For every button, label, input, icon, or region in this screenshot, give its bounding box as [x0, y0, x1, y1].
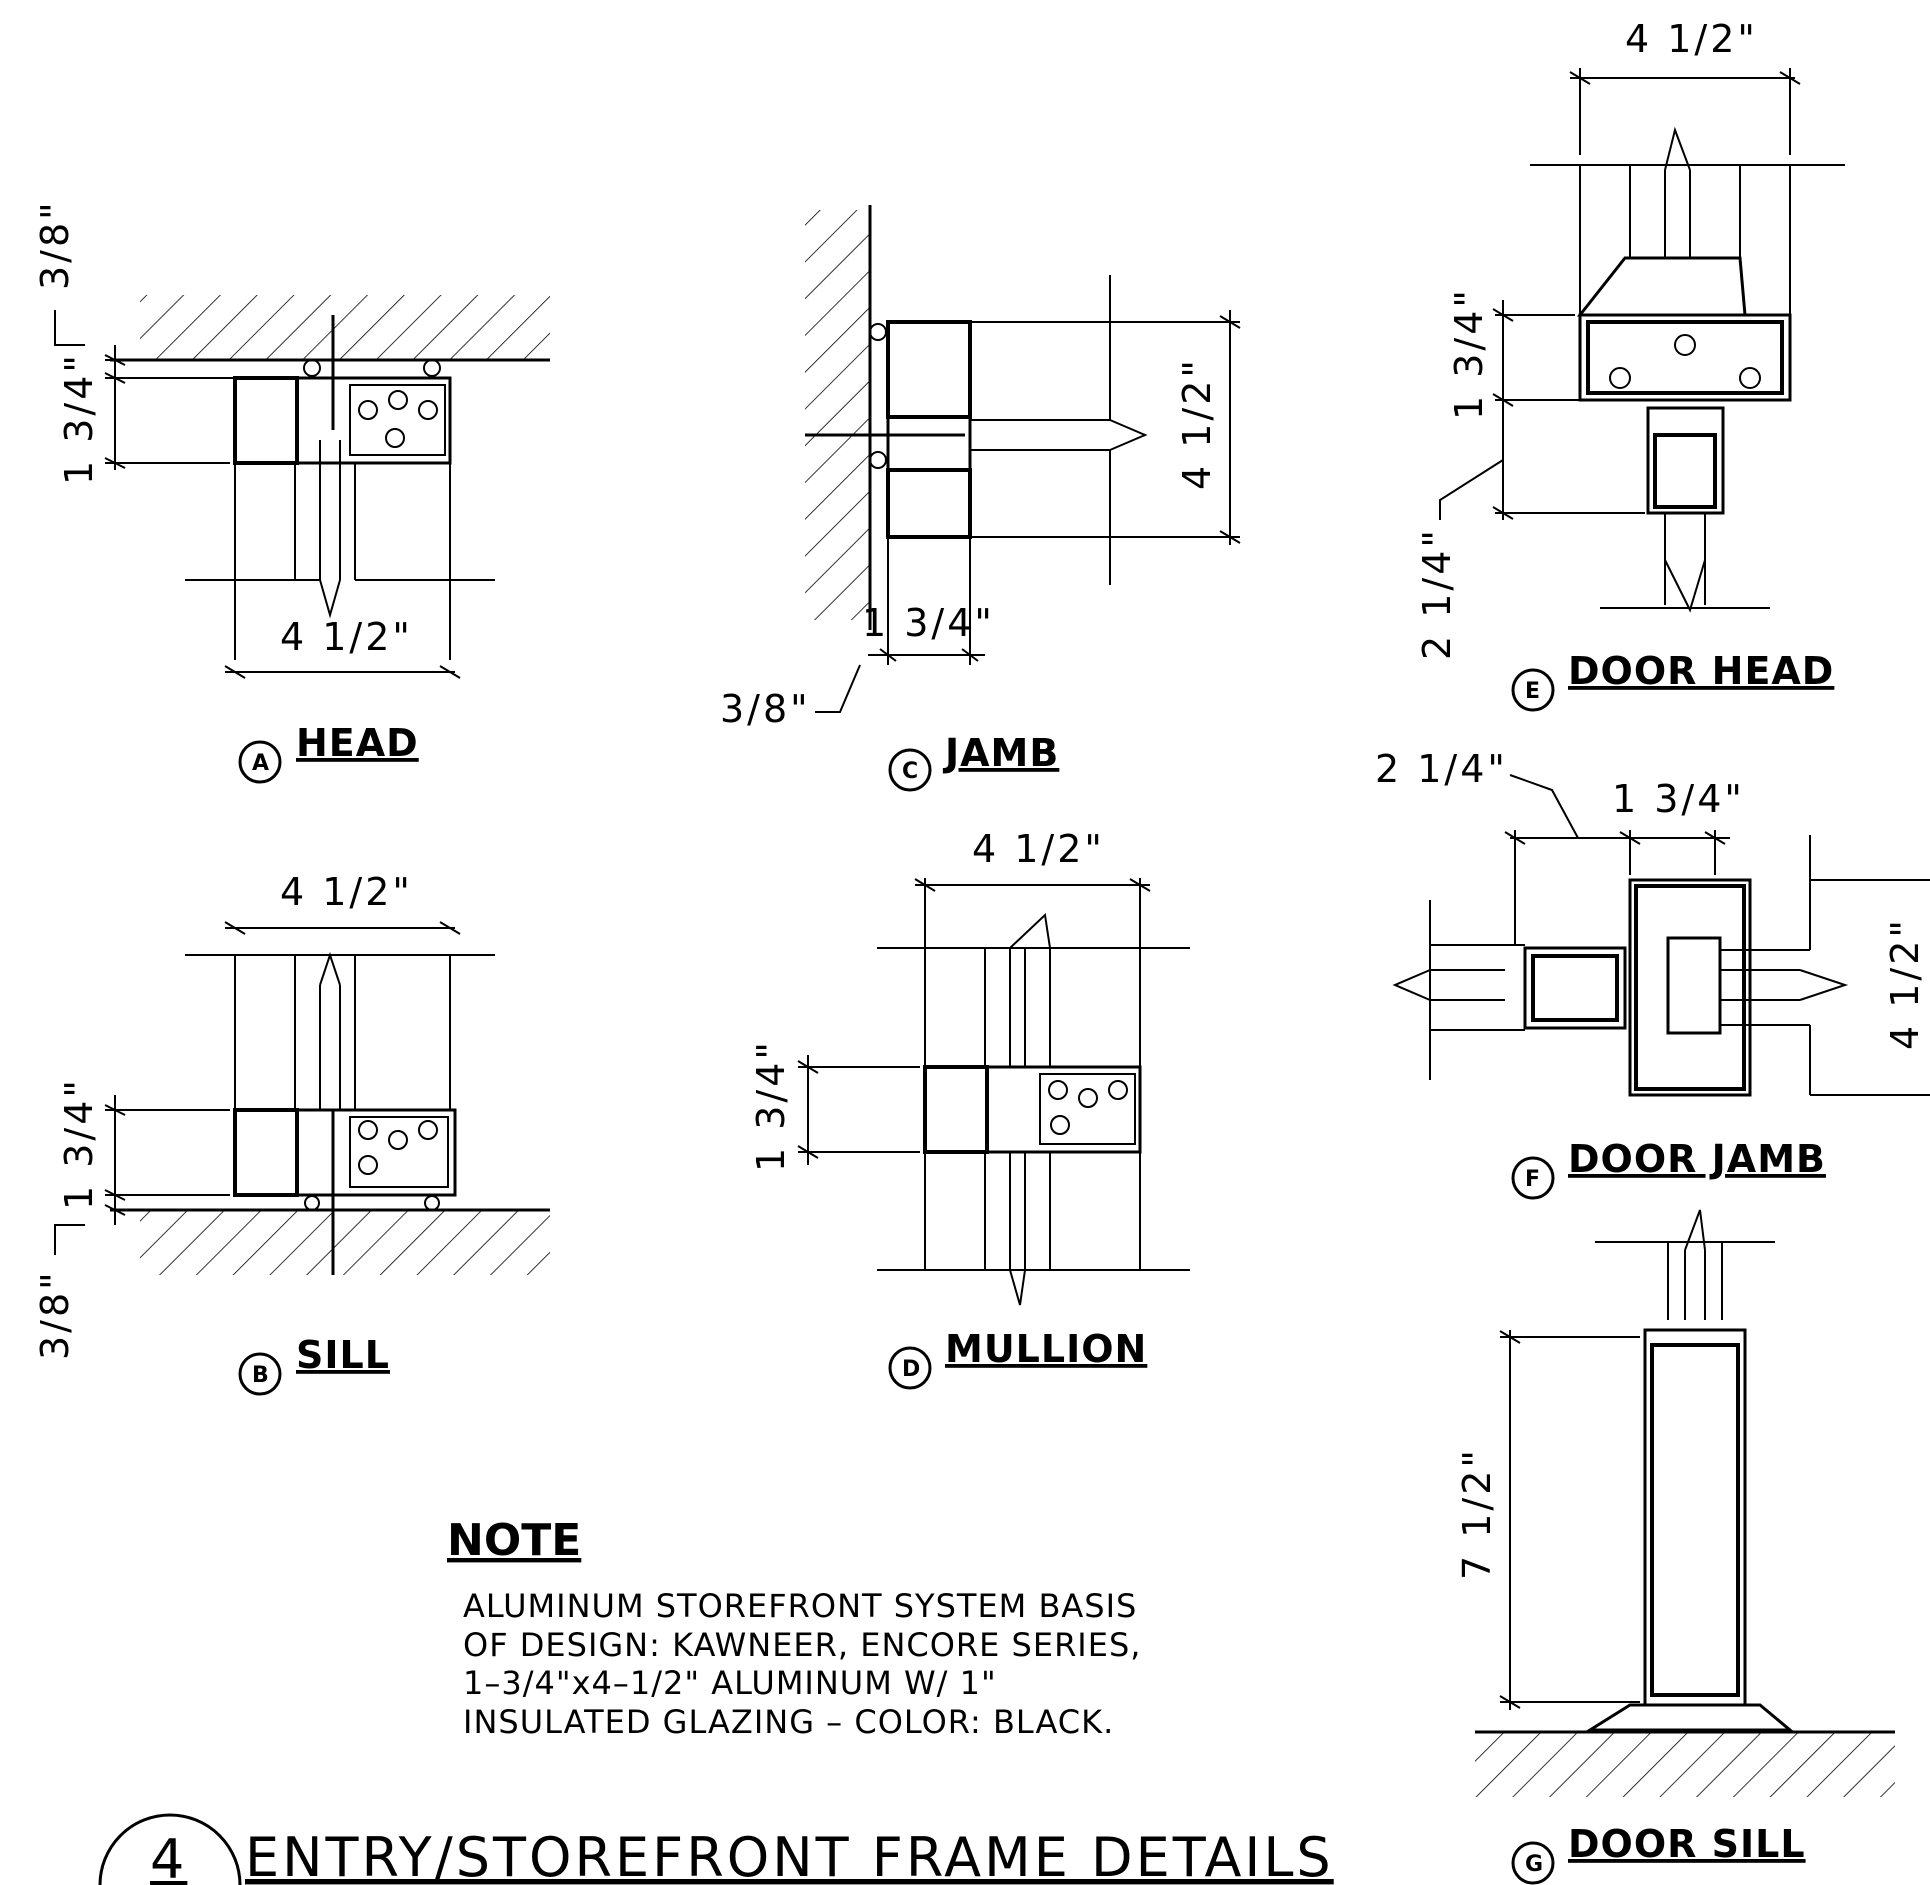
- sill-dim-width: 4 1/2": [280, 870, 413, 914]
- door-head-dim-rail: 2 1/4": [1415, 527, 1459, 660]
- note-block: NOTE ALUMINUM STOREFRONT SYSTEM BASIS OF…: [447, 1515, 1141, 1741]
- door-sill-dim-rail: 7 1/2": [1455, 1447, 1499, 1580]
- detail-head: 3/8" 1 3/4" 4 1/2" A HEAD: [33, 199, 550, 784]
- head-label: HEAD: [296, 721, 419, 765]
- door-jamb-tag: F: [1525, 1167, 1540, 1192]
- door-head-dim-width: 4 1/2": [1625, 17, 1758, 61]
- door-sill-floor-hatch: [1475, 1732, 1895, 1797]
- sill-dim-side: 1 3/4": [57, 1077, 101, 1210]
- door-jamb-dim-frame: 1 3/4": [1612, 777, 1745, 821]
- head-frame-profile: [233, 376, 452, 465]
- sill-frame-profile: [233, 1108, 457, 1197]
- detail-mullion: 4 1/2" 1 3/4" D MULLION: [749, 827, 1190, 1390]
- door-jamb-tag-circle: [1511, 1156, 1555, 1200]
- door-head-frame: [1578, 313, 1792, 402]
- detail-jamb: 4 1/2" 1 3/4" 3/8" C JAMB: [720, 205, 1241, 792]
- jamb-tag: C: [902, 759, 918, 784]
- head-dim-width: 4 1/2": [280, 615, 413, 659]
- jamb-dim-width: 1 3/4": [862, 601, 995, 645]
- detail-door-head: 4 1/2" 1 3/4" 2 1/4" E DOOR HEAD: [1415, 17, 1845, 712]
- note-heading: NOTE: [447, 1515, 581, 1566]
- door-head-tag-circle: [1511, 668, 1555, 712]
- door-sill-tag: G: [1525, 1852, 1543, 1877]
- sill-substrate-hatch: [140, 1210, 550, 1275]
- sill-label: SILL: [296, 1333, 390, 1377]
- door-jamb-label: DOOR JAMB: [1568, 1137, 1826, 1181]
- door-jamb-stile: [1523, 946, 1627, 1030]
- door-sill-label: DOOR SILL: [1568, 1822, 1806, 1866]
- title-number-circle: [98, 1813, 242, 1885]
- door-jamb-dim-stile: 2 1/4": [1375, 747, 1508, 791]
- door-head-tag: E: [1525, 679, 1540, 704]
- sill-dim-bottom: 3/8": [33, 1269, 77, 1360]
- door-sill-tag-circle: [1511, 1841, 1555, 1885]
- head-substrate-hatch: [140, 295, 550, 360]
- door-sill-rail: [1643, 1328, 1747, 1707]
- note-line-3: 1–3/4"x4–1/2" ALUMINUM W/ 1": [463, 1664, 997, 1702]
- detail-door-jamb: 2 1/4" 1 3/4" 4 1/2" F DOOR JAMB: [1375, 747, 1930, 1200]
- door-head-dim-frame: 1 3/4": [1447, 287, 1491, 420]
- detail-door-sill: 7 1/2" G DOOR SILL: [1455, 1209, 1895, 1885]
- head-tag: A: [252, 751, 269, 776]
- title-number: 4: [150, 1828, 187, 1885]
- jamb-frame-profile: [886, 320, 972, 539]
- title-text: ENTRY/STOREFRONT FRAME DETAILS: [245, 1826, 1334, 1885]
- jamb-tag-circle: [888, 748, 932, 792]
- mullion-dim-width: 4 1/2": [972, 827, 1105, 871]
- door-head-label: DOOR HEAD: [1568, 649, 1834, 693]
- mullion-frame-profile: [923, 1065, 1142, 1154]
- detail-sill: 4 1/2" 1 3/4" 3/8" B SILL: [33, 870, 550, 1396]
- door-head-rail: [1646, 406, 1725, 515]
- jamb-wall-hatch: [805, 210, 870, 620]
- note-line-4: INSULATED GLAZING – COLOR: BLACK.: [463, 1703, 1114, 1741]
- head-tag-circle: [238, 740, 282, 784]
- jamb-dim-depth: 4 1/2": [1175, 357, 1219, 490]
- mullion-tag-circle: [888, 1346, 932, 1390]
- head-dim-side: 1 3/4": [57, 352, 101, 485]
- note-line-1: ALUMINUM STOREFRONT SYSTEM BASIS: [463, 1587, 1137, 1625]
- sill-tag: B: [252, 1363, 269, 1388]
- note-line-2: OF DESIGN: KAWNEER, ENCORE SERIES,: [463, 1626, 1141, 1664]
- mullion-tag: D: [902, 1357, 920, 1382]
- mullion-label: MULLION: [945, 1327, 1147, 1371]
- head-dim-top: 3/8": [33, 199, 77, 290]
- mullion-dim-side: 1 3/4": [749, 1039, 793, 1172]
- drawing-title: 4 ENTRY/STOREFRONT FRAME DETAILS: [98, 1813, 1334, 1885]
- sill-tag-circle: [238, 1352, 282, 1396]
- jamb-dim-gap: 3/8": [720, 687, 811, 731]
- jamb-label: JAMB: [942, 731, 1059, 775]
- door-jamb-dim-depth: 4 1/2": [1883, 917, 1927, 1050]
